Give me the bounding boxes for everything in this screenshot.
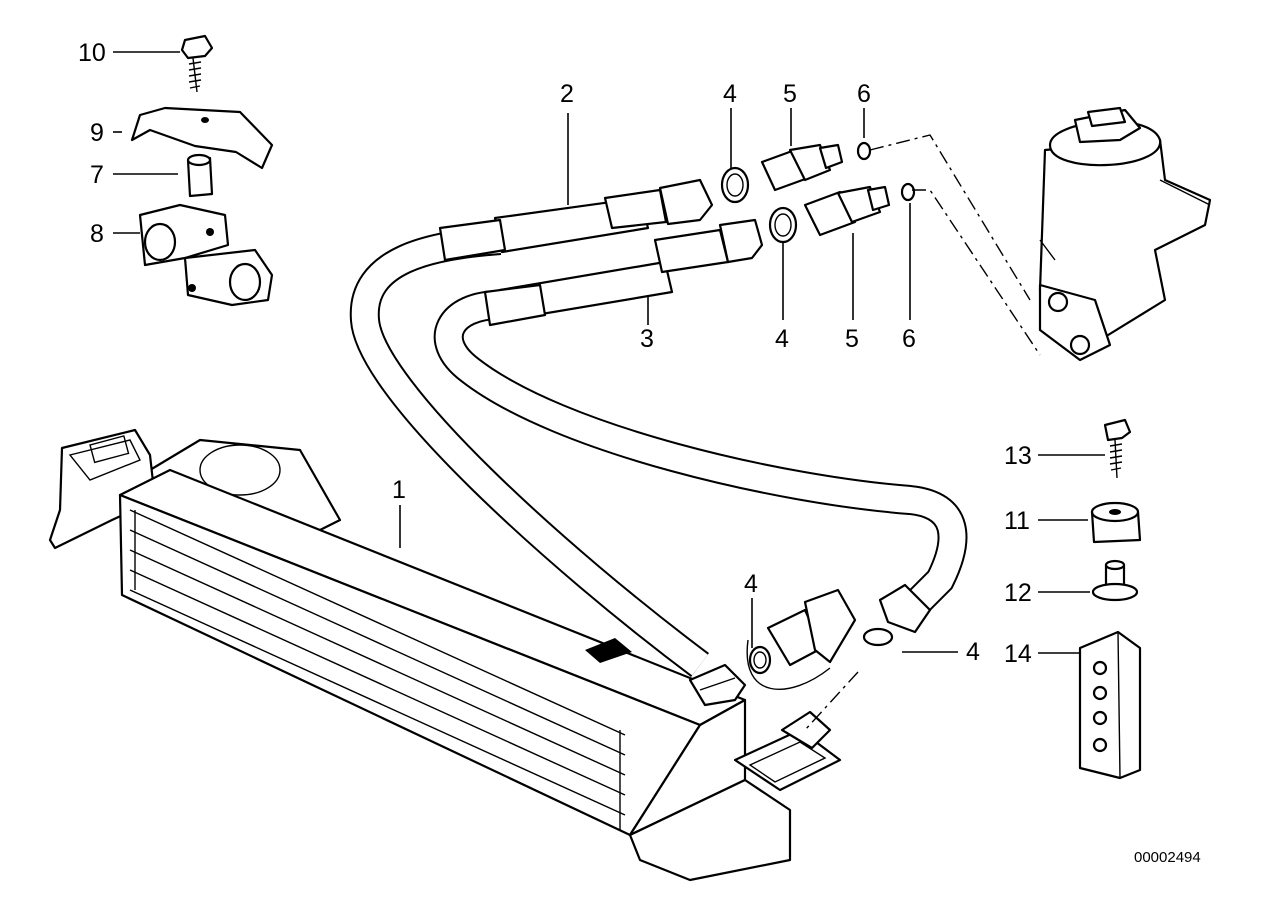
assembly-line-upper (869, 134, 1031, 301)
hose-clamp (138, 203, 274, 307)
assembly-line-cooler (804, 671, 859, 731)
hose-upper (349, 178, 714, 677)
label-12: 12 (1004, 579, 1032, 607)
label-5-upper: 5 (783, 80, 797, 108)
rubber-mount (1090, 501, 1142, 544)
label-13: 13 (1004, 442, 1032, 470)
label-4-middle: 4 (775, 325, 789, 353)
hollow-bolt (760, 143, 891, 237)
label-10: 10 (78, 39, 106, 67)
cooler-fittings (746, 588, 857, 690)
assembly-line-lower (912, 189, 1041, 356)
label-3: 3 (640, 325, 654, 353)
label-1: 1 (392, 476, 406, 504)
leader-lines (113, 51, 1105, 654)
label-6-upper: 6 (857, 80, 871, 108)
label-4-cooler-right: 4 (966, 638, 980, 666)
label-5-lower: 5 (845, 325, 859, 353)
hose-lower (433, 218, 968, 634)
mounting-bolt (1103, 418, 1132, 479)
o-ring (856, 141, 916, 202)
spacer-sleeve (186, 153, 214, 198)
label-2: 2 (560, 80, 574, 108)
oil-cooler (48, 428, 842, 882)
label-14: 14 (1004, 640, 1032, 668)
label-11: 11 (1004, 507, 1030, 535)
bracket (130, 106, 274, 170)
label-8: 8 (90, 220, 104, 248)
power-steering-pump (1038, 106, 1212, 362)
label-4-upper: 4 (723, 80, 737, 108)
hex-bolt (180, 34, 214, 93)
holder-strip (1078, 630, 1142, 780)
label-4-cooler-left: 4 (744, 570, 758, 598)
sleeve-washer (1091, 559, 1139, 602)
part-labels: 1 2 3 4 4 4 4 5 5 6 6 7 8 9 10 11 12 13 … (78, 39, 1201, 866)
label-7: 7 (90, 161, 104, 189)
label-9: 9 (90, 119, 104, 147)
label-6-lower: 6 (902, 325, 916, 353)
diagram-id: 00002494 (1134, 849, 1201, 866)
